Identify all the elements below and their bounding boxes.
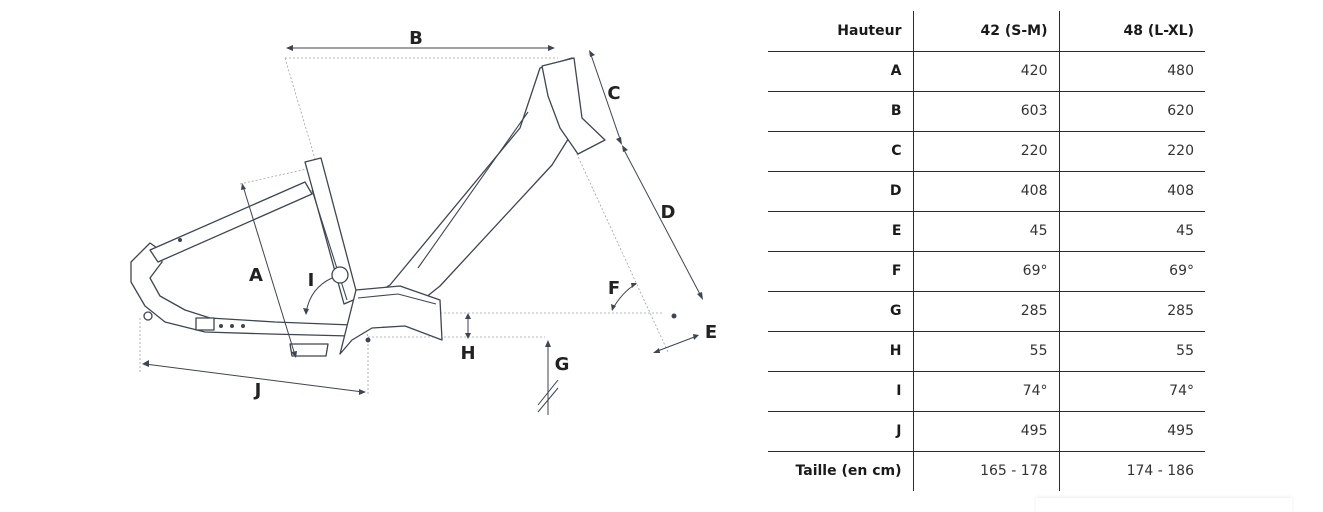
cell-size-42: 285	[913, 291, 1060, 332]
cell-size-48: 220	[1059, 131, 1205, 172]
table-row: F 69° 69°	[768, 251, 1205, 292]
cell-size-42: 408	[913, 171, 1060, 212]
table-row: E 45 45	[768, 211, 1205, 252]
table-header-row: Hauteur 42 (S-M) 48 (L-XL)	[768, 11, 1205, 52]
cell-size-42: 45	[913, 211, 1060, 252]
label-a: A	[249, 265, 263, 286]
cell-size-48: 55	[1059, 331, 1205, 372]
row-label: F	[768, 251, 914, 292]
table-row: C 220 220	[768, 131, 1205, 172]
row-label: E	[768, 211, 914, 252]
cell-size-42: 220	[913, 131, 1060, 172]
label-j: J	[253, 380, 262, 401]
table-row: G 285 285	[768, 291, 1205, 332]
row-label: G	[768, 291, 914, 332]
row-label: D	[768, 171, 914, 212]
header-size-48: 48 (L-XL)	[1059, 11, 1205, 52]
label-h: H	[460, 343, 475, 364]
cell-size-48: 495	[1059, 411, 1205, 452]
header-hauteur: Hauteur	[768, 11, 914, 52]
label-b: B	[409, 28, 423, 49]
table-row: Taille (en cm) 165 - 178 174 - 186	[768, 451, 1205, 491]
cell-size-48: 74°	[1059, 371, 1205, 412]
dimension-lines	[142, 45, 703, 415]
label-g: G	[555, 354, 570, 375]
cell-size-42: 495	[913, 411, 1060, 452]
cell-size-48: 285	[1059, 291, 1205, 332]
label-i: I	[308, 270, 315, 291]
row-label: A	[768, 51, 914, 92]
row-label: Taille (en cm)	[768, 451, 914, 491]
cell-size-42: 55	[913, 331, 1060, 372]
cell-size-42: 420	[913, 51, 1060, 92]
table-row: A 420 480	[768, 51, 1205, 92]
cell-size-48: 620	[1059, 91, 1205, 132]
table-row: H 55 55	[768, 331, 1205, 372]
floating-panel-edge	[1036, 498, 1292, 512]
label-e: E	[705, 322, 717, 343]
row-label: H	[768, 331, 914, 372]
cell-size-48: 45	[1059, 211, 1205, 252]
table-row: D 408 408	[768, 171, 1205, 212]
label-d: D	[661, 202, 676, 223]
bike-frame-geometry-diagram: B C D F E H G I A J	[130, 28, 717, 415]
cell-size-42: 74°	[913, 371, 1060, 412]
row-label: J	[768, 411, 914, 452]
cell-size-42: 165 - 178	[913, 451, 1060, 491]
cell-size-42: 69°	[913, 251, 1060, 292]
table-row: I 74° 74°	[768, 371, 1205, 412]
label-f: F	[608, 278, 620, 299]
bike-frame	[130, 57, 606, 357]
table-row: B 603 620	[768, 91, 1205, 132]
row-label: I	[768, 371, 914, 412]
row-label: C	[768, 131, 914, 172]
cell-size-48: 69°	[1059, 251, 1205, 292]
header-size-42: 42 (S-M)	[913, 11, 1060, 52]
cell-size-48: 408	[1059, 171, 1205, 212]
geometry-table: Hauteur 42 (S-M) 48 (L-XL) A 420 480 B 6…	[768, 11, 1205, 491]
cell-size-48: 174 - 186	[1126, 463, 1194, 480]
table-row: J 495 495	[768, 411, 1205, 452]
cell-size-48: 480	[1059, 51, 1205, 92]
label-c: C	[607, 83, 620, 104]
cell-size-42: 603	[913, 91, 1060, 132]
row-label: B	[768, 91, 914, 132]
